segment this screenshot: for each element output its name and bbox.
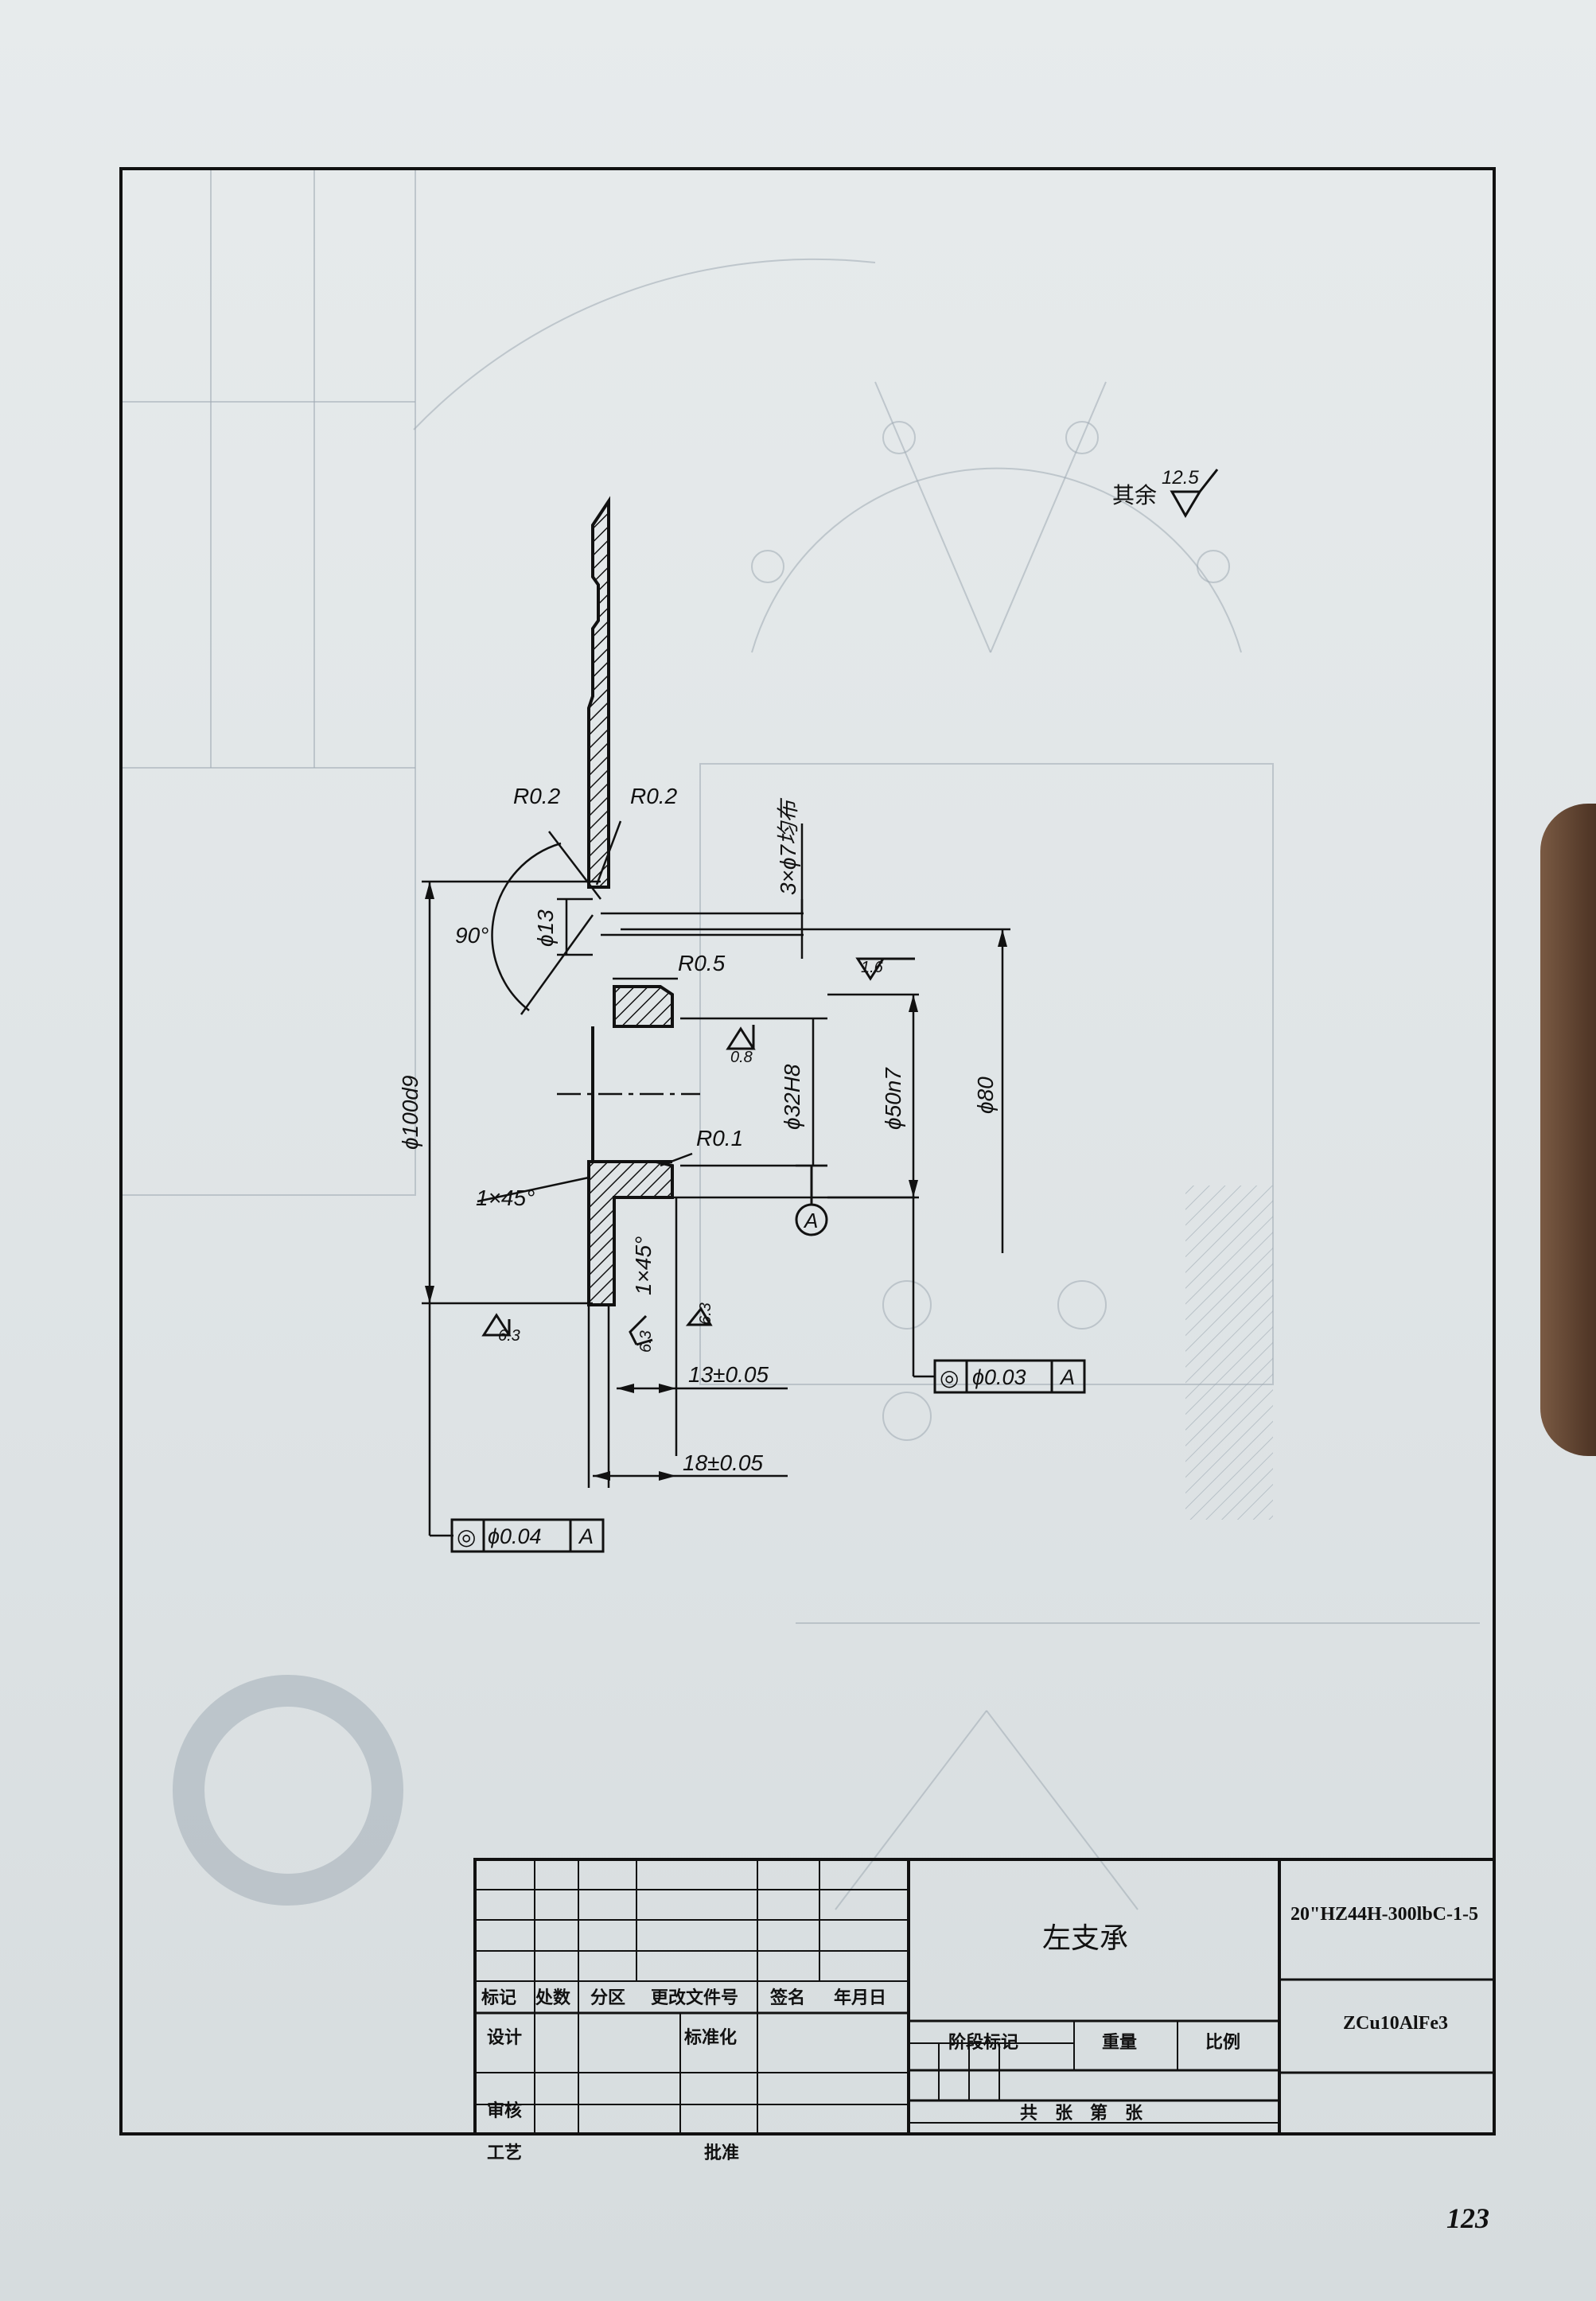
photographer-thumb <box>1540 804 1596 1456</box>
tolerance-frame-1: ◎ ϕ0.03 A <box>933 1359 1086 1394</box>
svg-text:标记: 标记 <box>481 1988 516 2007</box>
svg-text:A: A <box>803 1209 818 1232</box>
datum-a-marker: A <box>795 1166 828 1236</box>
svg-text:A: A <box>578 1524 594 1548</box>
label-chamfer-inner: 1×45° <box>631 1236 656 1295</box>
label-len-18: 18±0.05 <box>683 1450 763 1475</box>
title-block <box>473 1858 1496 2136</box>
svg-text:更改文件号: 更改文件号 <box>651 1988 738 2007</box>
label-r01: R0.1 <box>696 1126 743 1150</box>
label-holes: 3×ϕ7均布 <box>776 797 800 895</box>
label-rough-63-a: 6.3 <box>498 1327 520 1345</box>
label-rough-08: 0.8 <box>730 1049 753 1066</box>
part-name: 左支承 <box>1042 1922 1128 1954</box>
arrowheads <box>425 882 1007 1481</box>
bleed-through-ghost <box>120 168 1480 1910</box>
svg-text:A: A <box>1059 1365 1075 1389</box>
section-hatch <box>587 496 610 889</box>
label-scale: 比例 <box>1205 2032 1240 2052</box>
label-approve: 批准 <box>704 2143 739 2163</box>
label-rough-63-b: 6.3 <box>637 1330 655 1353</box>
label-dia-32: ϕ32H8 <box>780 1064 804 1130</box>
label-r05: R0.5 <box>678 951 726 975</box>
svg-text:处数: 处数 <box>535 1988 571 2007</box>
svg-text:ϕ0.03: ϕ0.03 <box>972 1365 1026 1389</box>
label-dia-80: ϕ80 <box>973 1077 998 1114</box>
svg-text:12.5: 12.5 <box>1162 467 1199 489</box>
label-process: 工艺 <box>487 2143 522 2163</box>
svg-text:◎: ◎ <box>940 1365 959 1390</box>
label-r-top-left: R0.2 <box>513 784 561 808</box>
page-number: 123 <box>1446 2202 1489 2234</box>
dimension-lines <box>422 820 1010 1537</box>
label-r-top-right: R0.2 <box>630 784 678 808</box>
label-standardization: 标准化 <box>684 2027 737 2047</box>
revision-headers: 标记 处数 分区 更改文件号 签名 年月日 <box>481 1988 886 2007</box>
label-angle: 90° <box>455 923 489 948</box>
svg-text:年月日: 年月日 <box>834 1988 886 2007</box>
label-dia-13: ϕ13 <box>533 909 558 947</box>
svg-text:分区: 分区 <box>590 1988 625 2007</box>
label-review: 审核 <box>487 2100 522 2120</box>
drawing-number: 20"HZ44H-300lbC-1-5 <box>1290 1904 1478 1925</box>
roughness-symbols <box>481 957 915 1346</box>
label-rough-16: 1.6 <box>861 959 884 976</box>
label-stage-mark: 阶段标记 <box>948 2032 1018 2052</box>
label-rough-63-c: 6.3 <box>697 1302 714 1325</box>
material: ZCu10AlFe3 <box>1343 2013 1448 2034</box>
svg-text:其余: 其余 <box>1112 483 1157 508</box>
svg-text:◎: ◎ <box>457 1524 476 1549</box>
label-weight: 重量 <box>1102 2032 1137 2052</box>
svg-text:ϕ0.04: ϕ0.04 <box>488 1524 542 1548</box>
label-dia-100: ϕ100d9 <box>398 1076 422 1150</box>
tolerance-frame-2: ◎ ϕ0.04 A <box>450 1518 605 1553</box>
svg-text:签名: 签名 <box>769 1988 805 2007</box>
label-len-13: 13±0.05 <box>688 1362 769 1387</box>
label-dia-50: ϕ50n7 <box>881 1067 905 1130</box>
general-roughness-note: 其余 12.5 <box>1112 467 1219 518</box>
label-design: 设计 <box>487 2027 522 2047</box>
drawing-border <box>119 167 1496 2136</box>
label-chamfer-outer: 1×45° <box>476 1186 535 1210</box>
label-sheets: 共 张 第 张 <box>1020 2103 1143 2123</box>
part-section-view <box>557 496 804 1306</box>
